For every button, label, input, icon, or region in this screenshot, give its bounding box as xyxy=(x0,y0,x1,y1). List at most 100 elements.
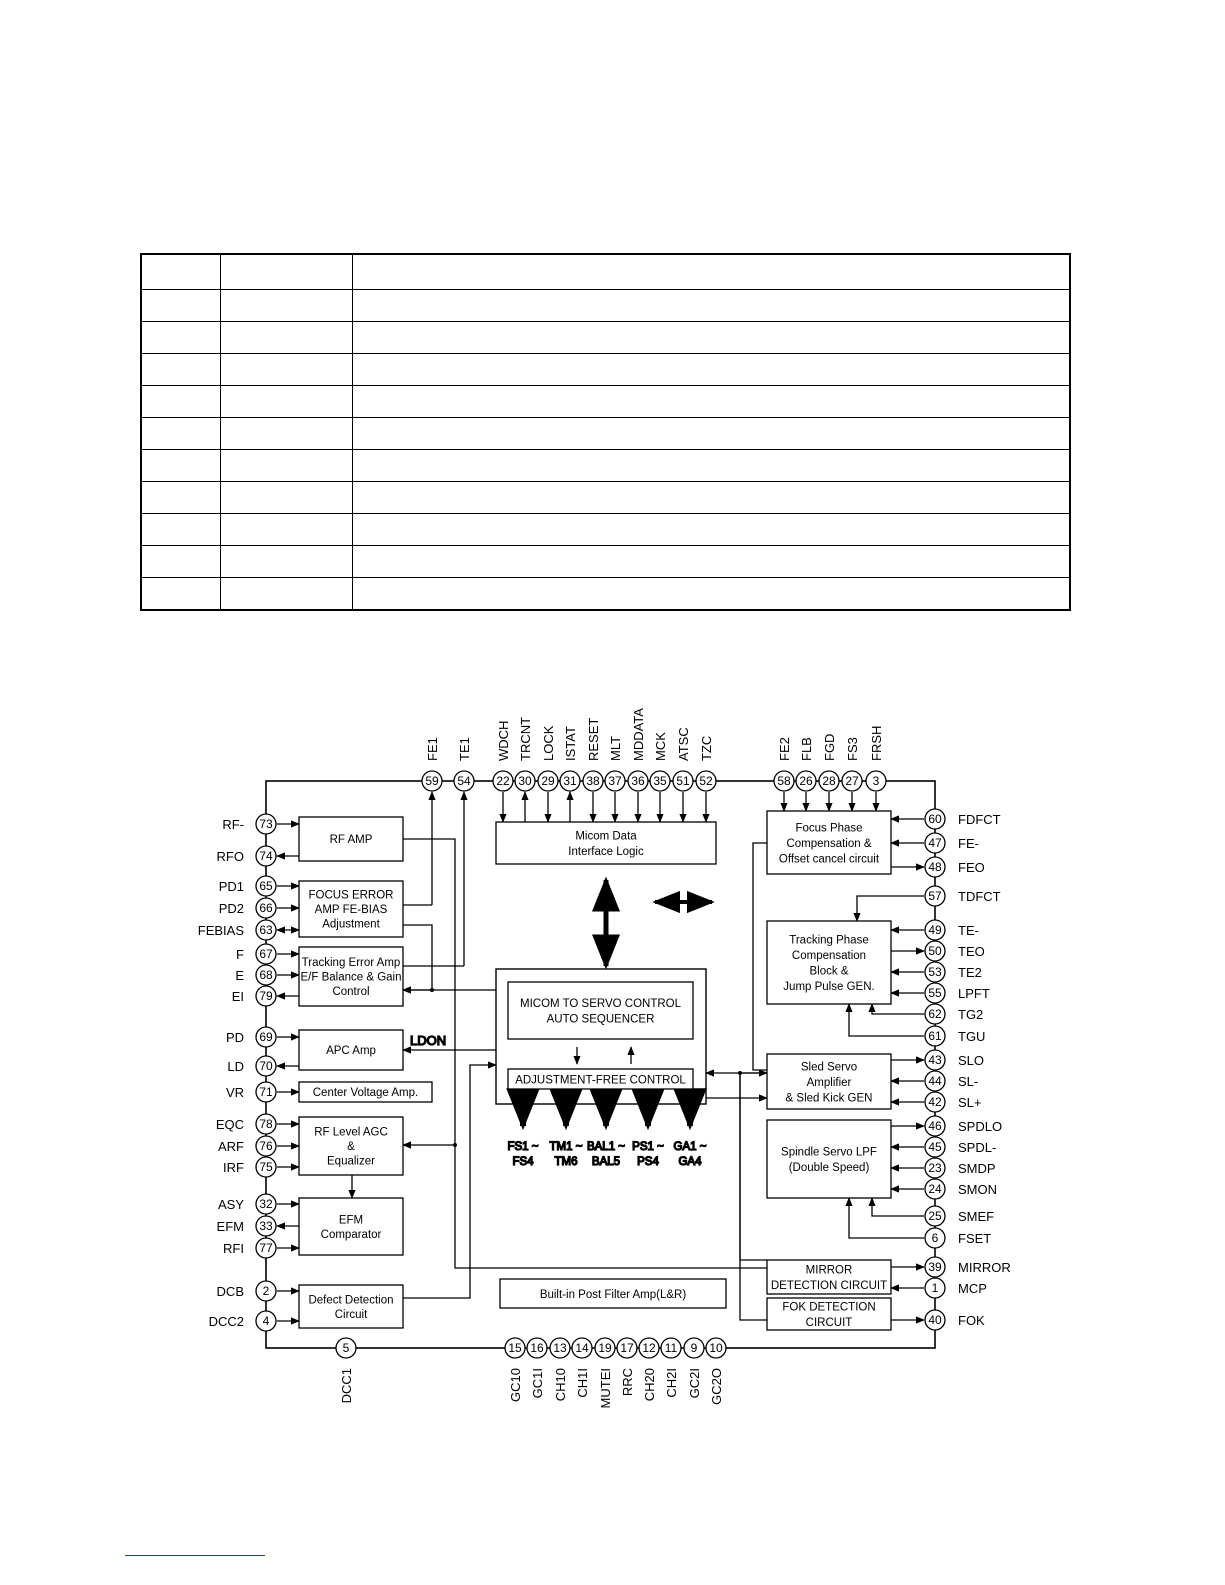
table-row xyxy=(140,353,1071,386)
bus-output-label: PS1 ~ xyxy=(632,1141,664,1153)
pin-number: 48 xyxy=(928,860,942,874)
table-cell xyxy=(220,577,353,611)
pin-label: IRF xyxy=(223,1160,244,1175)
block-label: CIRCUIT xyxy=(806,1317,853,1329)
block-label: Compensation xyxy=(792,950,866,962)
table-row xyxy=(140,577,1071,611)
block-post-filter: Built-in Post Filter Amp(L&R) xyxy=(499,1278,727,1309)
pin-label: F xyxy=(236,947,244,962)
wire xyxy=(845,1197,924,1239)
wire xyxy=(403,1061,497,1299)
pin-label: TG2 xyxy=(958,1007,983,1022)
pin-label: FE1 xyxy=(425,737,440,761)
block-label: Offset cancel circuit xyxy=(779,853,880,865)
pin-number: 27 xyxy=(845,774,859,788)
pin-label: TGU xyxy=(958,1029,985,1044)
table-cell xyxy=(140,481,221,514)
footer-link-line xyxy=(125,1555,265,1556)
pin-label: GC2O xyxy=(709,1368,724,1405)
pin-label: EI xyxy=(232,989,244,1004)
wire xyxy=(853,895,924,922)
pin-label: SL- xyxy=(958,1074,978,1089)
pin-label: TE1 xyxy=(457,737,472,761)
block-spindle-servo: Spindle Servo LPF(Double Speed) xyxy=(766,1119,892,1199)
pin-number: 71 xyxy=(259,1085,273,1099)
pin-number: 36 xyxy=(631,774,645,788)
table-row xyxy=(140,253,1071,290)
pin-label: TEO xyxy=(958,944,985,959)
block-label: Equalizer xyxy=(327,1156,375,1168)
pin-label: FDFCT xyxy=(958,812,1001,827)
pin-label: RF- xyxy=(222,817,244,832)
block-label: RF Level AGC xyxy=(314,1127,388,1139)
pin-label: GC1I xyxy=(530,1368,545,1398)
wire xyxy=(739,1069,768,1261)
block-label: Circuit xyxy=(335,1309,368,1321)
pin-number: 17 xyxy=(620,1341,634,1355)
block-label: MIRROR xyxy=(806,1265,853,1277)
pin-number: 43 xyxy=(928,1053,942,1067)
pin-label: EFM xyxy=(217,1219,244,1234)
block-label: Interface Logic xyxy=(568,846,644,858)
block-label: Control xyxy=(332,986,369,998)
pin-number: 31 xyxy=(563,774,577,788)
pin-number: 28 xyxy=(822,774,836,788)
block-label: Comparator xyxy=(321,1229,382,1241)
pin-label: VR xyxy=(226,1085,244,1100)
pin-label: FOK xyxy=(958,1313,985,1328)
pin-number: 51 xyxy=(676,774,690,788)
block-label: (Double Speed) xyxy=(789,1162,870,1174)
pin-label: LD xyxy=(227,1059,244,1074)
pin-label: FRSH xyxy=(869,726,884,761)
pin-label: TE2 xyxy=(958,965,982,980)
pin-label: GC2I xyxy=(687,1368,702,1398)
pin-label: ISTAT xyxy=(563,726,578,761)
pin-label: ATSC xyxy=(676,727,691,761)
block-label: RF AMP xyxy=(330,834,373,846)
pin-number: 9 xyxy=(691,1341,698,1355)
table-row xyxy=(140,513,1071,546)
pin-f: 67F xyxy=(236,943,277,965)
pin-label: MIRROR xyxy=(958,1260,1011,1275)
table-cell xyxy=(352,417,1071,450)
pin-number: 79 xyxy=(259,989,273,1003)
pin-number: 49 xyxy=(928,923,942,937)
block-label: & Sled Kick GEN xyxy=(786,1092,873,1104)
pin-number: 61 xyxy=(928,1029,942,1043)
pin-number: 52 xyxy=(699,774,713,788)
pin-label: DCB xyxy=(217,1284,244,1299)
pin-number: 53 xyxy=(928,965,942,979)
pin-label: SMDP xyxy=(958,1161,996,1176)
pin-number: 75 xyxy=(259,1160,273,1174)
block-label: FOCUS ERROR xyxy=(309,890,394,902)
table-row xyxy=(140,417,1071,450)
pin-label: EQC xyxy=(216,1117,244,1132)
pin-number: 33 xyxy=(259,1219,273,1233)
block-label: Tracking Error Amp xyxy=(302,957,401,969)
